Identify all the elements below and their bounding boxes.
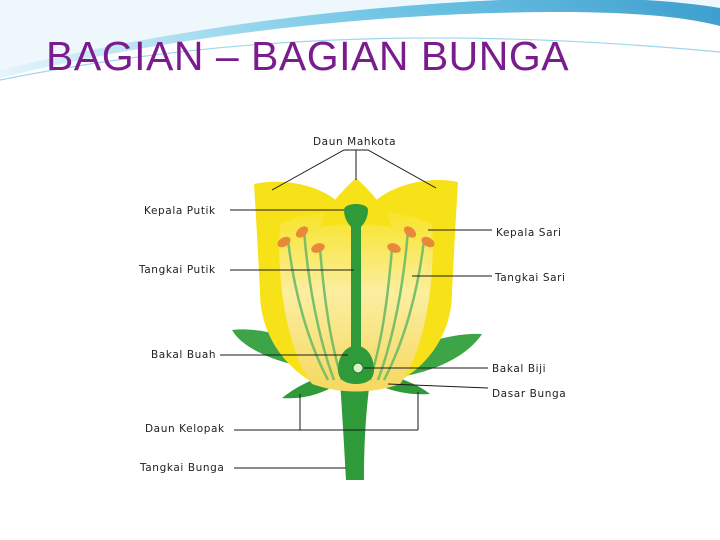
- label-kepala-sari: Kepala Sari: [496, 227, 562, 239]
- line-daun-kelopak: [234, 394, 301, 431]
- slide-title: BAGIAN – BAGIAN BUNGA: [46, 33, 570, 79]
- label-bakal-biji: Bakal Biji: [492, 363, 546, 375]
- label-bakal-buah: Bakal Buah: [151, 349, 216, 361]
- petal-front: [320, 178, 392, 228]
- header-swoosh-decoration: [0, 0, 720, 81]
- anther-6: [421, 236, 435, 248]
- anther-3: [311, 243, 325, 253]
- anther-5: [403, 226, 417, 238]
- label-daun-kelopak: Daun Kelopak: [145, 423, 225, 435]
- label-tangkai-putik: Tangkai Putik: [138, 264, 216, 276]
- anther-2: [295, 226, 309, 238]
- flower-svg: Daun Mahkota Kepala Putik Tangkai Putik …: [138, 136, 566, 480]
- filament-2: [302, 229, 336, 381]
- ovule: [352, 362, 364, 374]
- label-kepala-putik: Kepala Putik: [144, 205, 216, 217]
- label-tangkai-bunga: Tangkai Bunga: [139, 462, 224, 474]
- label-daun-mahkota: Daun Mahkota: [313, 136, 396, 148]
- anther-4: [387, 243, 401, 253]
- label-dasar-bunga: Dasar Bunga: [492, 388, 566, 400]
- flower-parts-diagram: Daun Mahkota Kepala Putik Tangkai Putik …: [132, 132, 578, 484]
- filament-6: [382, 239, 426, 381]
- anther-1: [277, 236, 291, 248]
- stigma: [344, 204, 368, 228]
- filament-5: [376, 229, 410, 381]
- filament-1: [286, 239, 330, 381]
- style: [351, 226, 361, 350]
- label-tangkai-sari: Tangkai Sari: [494, 272, 566, 284]
- line-dasar-bunga: [387, 383, 489, 389]
